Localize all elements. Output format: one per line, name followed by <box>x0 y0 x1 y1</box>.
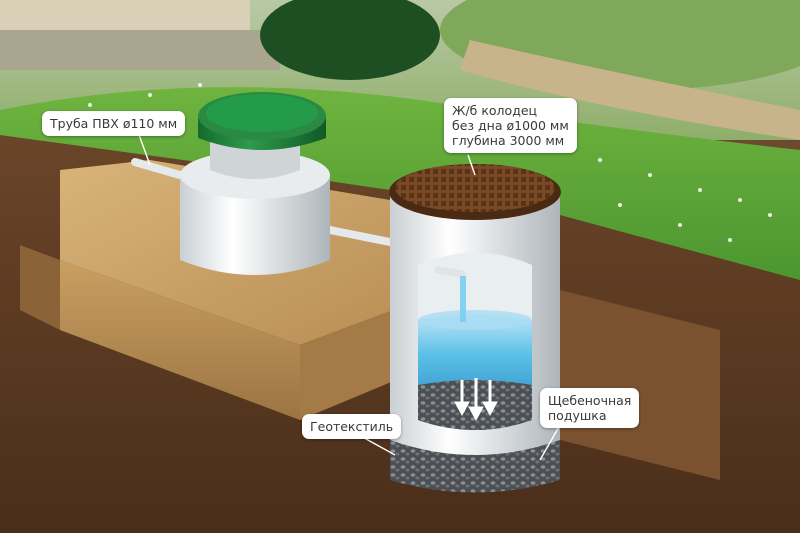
gravel-label-line-1: Щебеночная <box>548 393 632 408</box>
geotextile-label-text: Геотекстиль <box>310 419 394 434</box>
well-label: Ж/б колодец без дна ø1000 мм глубина 300… <box>444 98 577 153</box>
well-label-line-1: Ж/б колодец <box>452 103 538 118</box>
gravel-label: Щебеночная подушка <box>540 388 640 428</box>
geotextile-label: Геотекстиль <box>302 414 402 439</box>
pipe-label-text: Труба ПВХ ø110 мм <box>50 116 178 131</box>
well-label-line-2: без дна ø1000 мм <box>452 118 569 133</box>
well-label-line-3: глубина 3000 мм <box>452 133 565 148</box>
gravel-label-line-2: подушка <box>548 408 607 423</box>
pipe-label: Труба ПВХ ø110 мм <box>42 111 186 136</box>
